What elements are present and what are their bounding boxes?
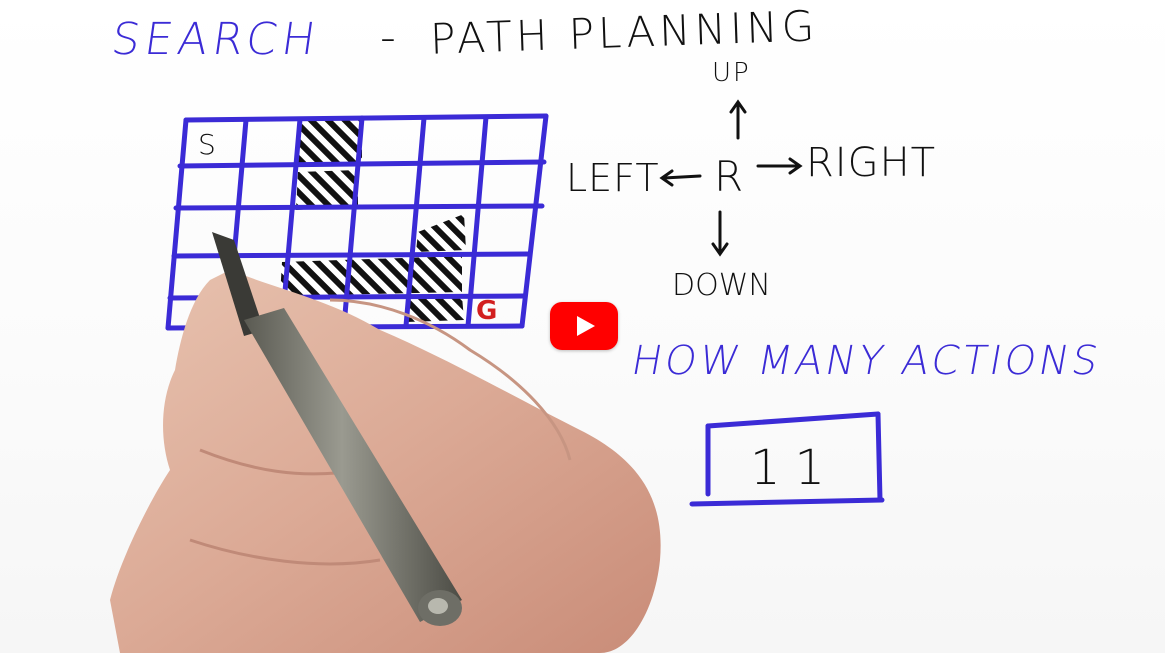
answer-box (689, 411, 885, 507)
action-arrows (659, 99, 803, 257)
presenter-hand (110, 270, 661, 653)
question-text: HOW MANY ACTIONS (627, 338, 1105, 384)
play-button[interactable] (550, 302, 618, 350)
action-up-label: UP (712, 58, 751, 88)
grid-start-label: S (198, 128, 218, 161)
title-topic: SEARCH (108, 14, 324, 65)
robot-label: R (714, 152, 746, 201)
action-left-label: LEFT (566, 156, 660, 200)
play-icon (577, 316, 595, 336)
action-right-label: RIGHT (806, 140, 937, 186)
title-separator: - (380, 12, 398, 63)
marker-pen (212, 232, 462, 626)
action-down-label: DOWN (672, 268, 771, 303)
answer-value: 11 (750, 440, 840, 496)
grid-obstacles (280, 118, 466, 322)
grid-goal-label: G (476, 296, 500, 326)
